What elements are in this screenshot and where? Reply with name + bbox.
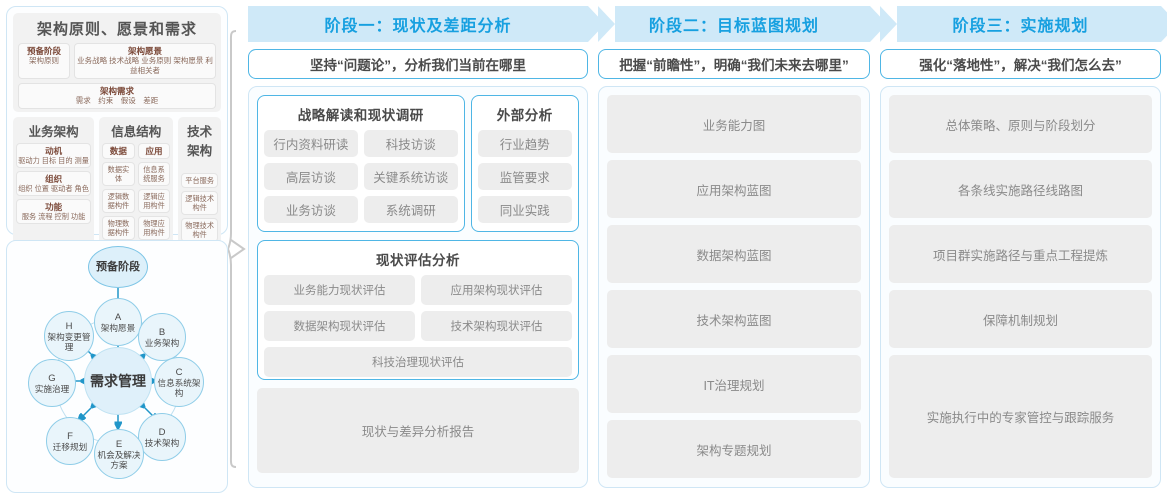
architecture-domain-columns: 业务架构 动机 驱动力 目标 目的 测量 组织 组织 位置 驱动者 角色 功能 … (13, 117, 221, 245)
business-architecture-title: 业务架构 (28, 125, 79, 139)
phase-1-body: 战略解读和现状调研 行内资料研读 科技访谈 高层访谈 关键系统访谈 业务访谈 系 (248, 86, 588, 488)
chip-business-interview[interactable]: 业务访谈 (264, 196, 358, 223)
adm-node-prep: 预备阶段 (88, 246, 148, 288)
adm-node-c: C 信息系统架构 (154, 357, 204, 407)
chip-tech-interview[interactable]: 科技访谈 (363, 130, 458, 157)
architecture-framework-panel: 架构原则、愿景和需求 预备阶段 架构原则 架构愿景 业务战略 技术战略 业务原则… (6, 6, 228, 298)
phase-2-banner-notch-icon (598, 6, 615, 42)
logical-data-cell: 逻辑数据构件 (102, 189, 135, 213)
chip-it-governance-plan[interactable]: IT治理规划 (607, 355, 861, 413)
organization-cell: 组织 组织 位置 驱动者 角色 (16, 171, 92, 196)
adm-node-b: B 业务架构 (138, 313, 186, 361)
assessment-row-1: 业务能力现状评估 应用架构现状评估 (264, 275, 572, 305)
chip-expert-control-service[interactable]: 实施执行中的专家管控与跟踪服务 (889, 355, 1152, 478)
phase-3-banner-notch-icon (880, 6, 897, 42)
assessment-row-2: 数据架构现状评估 技术架构现状评估 (264, 311, 572, 341)
chip-tech-architecture-blueprint[interactable]: 技术架构蓝图 (607, 290, 861, 348)
physical-app-cell: 物理应用构件 (137, 216, 171, 240)
adm-node-a: A 架构愿景 (94, 298, 142, 346)
brace-connector (228, 30, 246, 468)
chip-data-architecture-assessment[interactable]: 数据架构现状评估 (264, 311, 415, 341)
chip-internal-research[interactable]: 行内资料研读 (264, 130, 358, 157)
logical-tech-cell: 逻辑技术构件 (181, 191, 218, 215)
information-structure-column: 信息结构 数据 数据实体 逻辑数据构件 (99, 117, 174, 245)
logical-app-cell: 逻辑应用构件 (137, 189, 171, 213)
phase-1-banner: 阶段一：现状及差距分析 (248, 6, 605, 42)
chip-tech-architecture-assessment[interactable]: 技术架构现状评估 (421, 311, 572, 341)
left-column: 架构原则、愿景和需求 预备阶段 架构原则 架构愿景 业务战略 技术战略 业务原则… (6, 6, 228, 493)
current-state-assessment-card: 现状评估分析 业务能力现状评估 应用架构现状评估 数据架构现状评估 技术架构现状… (257, 240, 579, 380)
adm-node-d: D 技术架构 (138, 413, 186, 461)
adm-node-center: 需求管理 (84, 347, 152, 415)
adm-cycle-panel: 预备阶段 需求管理 A 架构愿景 B 业务架构 C 信息系统架构 (6, 240, 228, 493)
function-cell: 功能 服务 流程 控制 功能 (16, 199, 92, 224)
phase-1-banner-text: 阶段一：现状及差距分析 (324, 18, 512, 35)
platform-service-cell: 平台服务 (181, 173, 218, 188)
chip-architecture-topic-plan[interactable]: 架构专题规划 (607, 420, 861, 478)
principles-vision-group: 架构原则、愿景和需求 预备阶段 架构原则 架构愿景 业务战略 技术战略 业务原则… (13, 13, 221, 112)
phase-2-banner-text: 阶段二：目标蓝图规划 (648, 18, 819, 35)
strategy-research-card: 战略解读和现状调研 行内资料研读 科技访谈 高层访谈 关键系统访谈 业务访谈 系 (257, 95, 465, 232)
phase-2-banner: 阶段二：目标蓝图规划 (598, 6, 887, 42)
chip-line-roadmap[interactable]: 各条线实施路径线路图 (889, 160, 1152, 218)
chip-peer-practice[interactable]: 同业实践 (477, 196, 572, 223)
chip-app-architecture-assessment[interactable]: 应用架构现状评估 (421, 275, 572, 305)
data-subcolumn: 数据 数据实体 逻辑数据构件 物理数据构件 (102, 143, 135, 240)
chip-system-survey[interactable]: 系统调研 (363, 196, 458, 223)
external-analysis-title: 外部分析 (496, 108, 553, 123)
application-head-cell: 应用 (137, 143, 171, 159)
phase-2-body: 业务能力图 应用架构蓝图 数据架构蓝图 技术架构蓝图 IT治理规划 架构专题规划 (598, 86, 870, 488)
strategy-row-3: 业务访谈 系统调研 (264, 196, 458, 223)
chip-exec-interview[interactable]: 高层访谈 (264, 163, 358, 190)
info-system-service-cell: 信息系统服务 (137, 162, 171, 186)
data-head-cell: 数据 (102, 143, 135, 159)
phase-1-card-1: 战略解读和现状调研 行内资料研读 科技访谈 高层访谈 关键系统访谈 业务访谈 系 (257, 95, 579, 232)
chip-business-capability-map[interactable]: 业务能力图 (607, 95, 861, 153)
architecture-vision-cell: 架构愿景 业务战略 技术战略 业务原则 架构愿景 利益相关者 (74, 43, 216, 79)
strategy-row-2: 高层访谈 关键系统访谈 (264, 163, 458, 190)
chip-data-architecture-blueprint[interactable]: 数据架构蓝图 (607, 225, 861, 283)
strategy-row-1: 行内资料研读 科技访谈 (264, 130, 458, 157)
framework-title: 架构原则、愿景和需求 (36, 21, 197, 38)
adm-node-f: F 迁移规划 (46, 417, 94, 465)
data-entity-cell: 数据实体 (102, 162, 135, 186)
phase-3-banner-text: 阶段三：实施规划 (952, 18, 1089, 35)
phase-3: 阶段三：实施规划 强化“落地性”，解决“我们怎么去” 总体策略、原则与阶段划分 … (880, 6, 1167, 488)
architecture-requirements-cell: 架构需求 需求 约束 假设 差距 (18, 83, 216, 109)
phase-2-subhead: 把握“前瞻性”，明确“我们未来去哪里” (598, 49, 870, 79)
phase-2: 阶段二：目标蓝图规划 把握“前瞻性”，明确“我们未来去哪里” 业务能力图 应用架… (598, 6, 887, 488)
phase-3-banner-arrow-icon (1161, 6, 1167, 42)
chip-regulatory-requirements[interactable]: 监管要求 (477, 163, 572, 190)
application-subcolumn: 应用 信息系统服务 逻辑应用构件 物理应用构件 (137, 143, 171, 240)
chip-app-architecture-blueprint[interactable]: 应用架构蓝图 (607, 160, 861, 218)
motivation-cell: 动机 驱动力 目标 目的 测量 (16, 143, 92, 168)
external-analysis-card: 外部分析 行业趋势 监管要求 同业实践 (470, 95, 579, 232)
chip-assurance-mechanism-plan[interactable]: 保障机制规划 (889, 290, 1152, 348)
phase-1: 阶段一：现状及差距分析 坚持“问题论”，分析我们当前在哪里 战略解读和现状调研 … (248, 6, 605, 488)
adm-node-e: E 机会及解决方案 (94, 429, 144, 479)
information-structure-title: 信息结构 (111, 125, 162, 139)
current-state-assessment-title: 现状评估分析 (376, 253, 460, 268)
phase-1-subhead: 坚持“问题论”，分析我们当前在哪里 (248, 49, 588, 79)
chip-key-system-interview[interactable]: 关键系统访谈 (363, 163, 458, 190)
prep-stage-cell: 预备阶段 架构原则 (18, 43, 70, 79)
technology-architecture-title: 技术架构 (187, 125, 213, 158)
physical-data-cell: 物理数据构件 (102, 216, 135, 240)
chip-overall-strategy[interactable]: 总体策略、原则与阶段划分 (889, 95, 1152, 153)
phase-3-subhead: 强化“落地性”，解决“我们怎么去” (880, 49, 1161, 79)
phase-3-banner: 阶段三：实施规划 (880, 6, 1167, 42)
strategy-research-title: 战略解读和现状调研 (297, 108, 424, 123)
adm-node-h: H 架构变更管理 (44, 311, 94, 361)
phase-3-body: 总体策略、原则与阶段划分 各条线实施路径线路图 项目群实施路径与重点工程提炼 保… (880, 86, 1161, 488)
chip-industry-trend[interactable]: 行业趋势 (477, 130, 572, 157)
adm-diagram: 预备阶段 需求管理 A 架构愿景 B 业务架构 C 信息系统架构 (7, 241, 227, 492)
chip-gap-analysis-report[interactable]: 现状与差异分析报告 (257, 388, 579, 473)
chip-it-governance-assessment[interactable]: 科技治理现状评估 (264, 347, 572, 377)
business-architecture-column: 业务架构 动机 驱动力 目标 目的 测量 组织 组织 位置 驱动者 角色 功能 … (13, 117, 95, 245)
chip-program-roadmap[interactable]: 项目群实施路径与重点工程提炼 (889, 225, 1152, 283)
adm-node-g: G 实施治理 (28, 359, 76, 407)
technology-architecture-column: 技术架构 平台服务 逻辑技术构件 物理技术构件 (178, 117, 221, 245)
physical-tech-cell: 物理技术构件 (181, 218, 218, 242)
chip-business-capability-assessment[interactable]: 业务能力现状评估 (264, 275, 415, 305)
